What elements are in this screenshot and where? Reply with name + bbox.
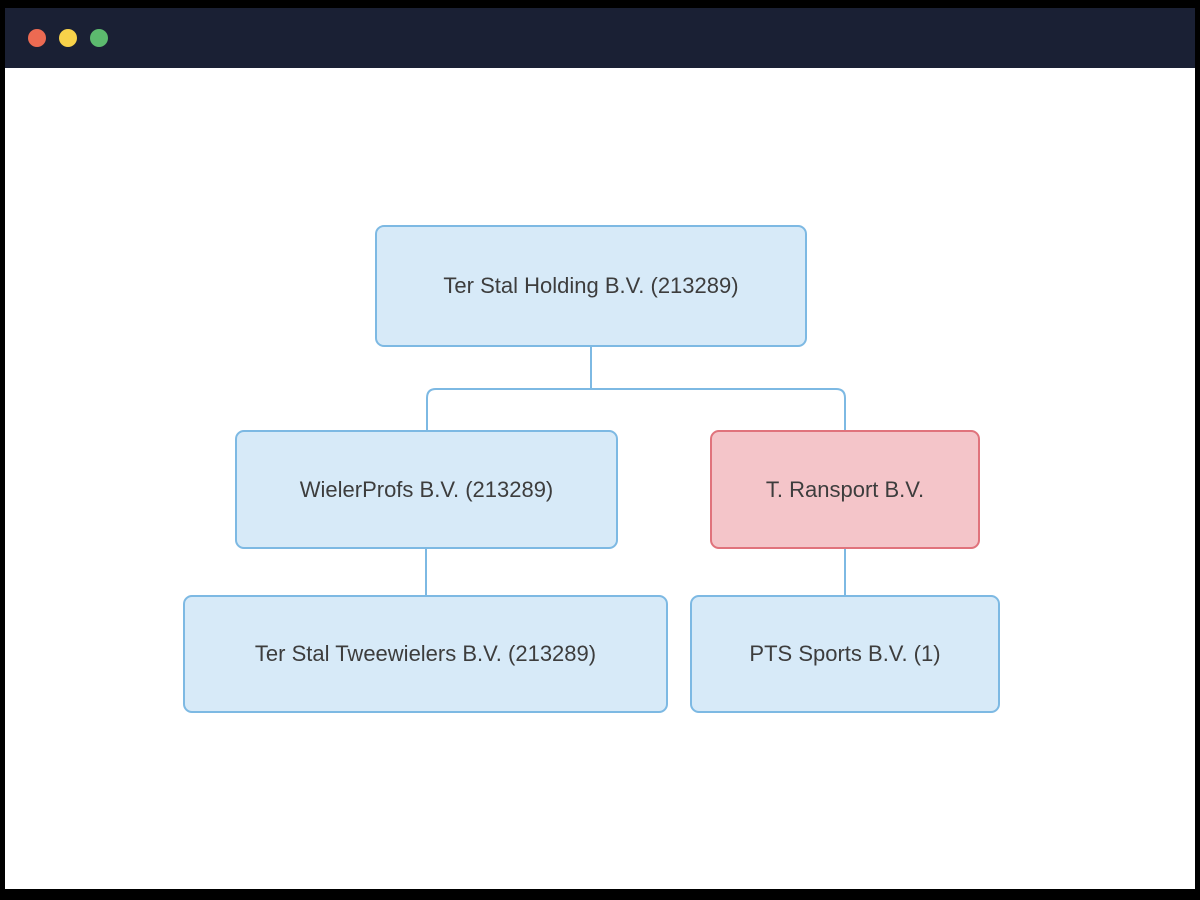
maximize-button[interactable] — [90, 29, 108, 47]
org-node-pts-sports[interactable]: PTS Sports B.V. (1) — [690, 595, 1000, 713]
org-node-label: T. Ransport B.V. — [765, 476, 925, 502]
window-titlebar — [5, 8, 1195, 68]
app-window: Ter Stal Holding B.V. (213289) WielerPro… — [5, 8, 1195, 889]
org-node-tweewielers[interactable]: Ter Stal Tweewielers B.V. (213289) — [183, 595, 668, 713]
org-node-label: Ter Stal Holding B.V. (213289) — [443, 273, 739, 298]
org-node-label: Ter Stal Tweewielers B.V. (213289) — [254, 641, 597, 666]
minimize-button[interactable] — [59, 29, 77, 47]
org-node-label: WielerProfs B.V. (213289) — [299, 476, 554, 502]
org-node-t-ransport[interactable]: T. Ransport B.V. — [710, 430, 980, 549]
close-button[interactable] — [28, 29, 46, 47]
org-node-label: PTS Sports B.V. (1) — [749, 641, 941, 666]
diagram-canvas: Ter Stal Holding B.V. (213289) WielerPro… — [5, 68, 1195, 889]
org-node-wielerprofs[interactable]: WielerProfs B.V. (213289) — [235, 430, 618, 549]
org-node-root[interactable]: Ter Stal Holding B.V. (213289) — [375, 225, 807, 347]
connector-root-bracket — [426, 388, 846, 430]
